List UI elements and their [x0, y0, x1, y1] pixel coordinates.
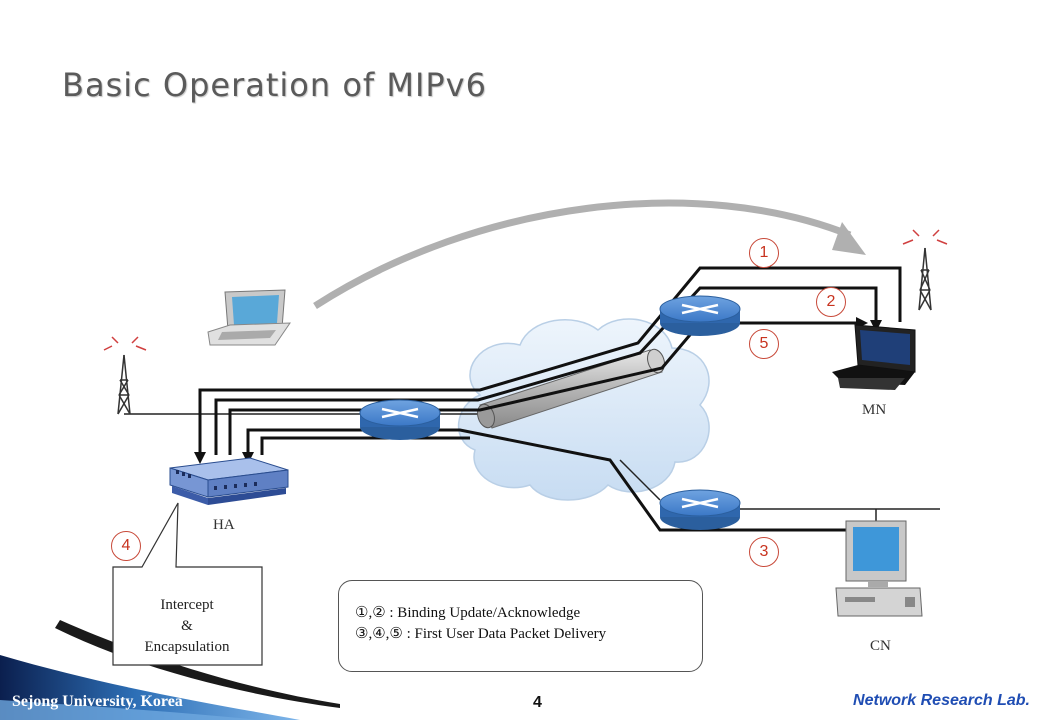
page-title: Basic Operation of MIPv6	[62, 66, 487, 104]
step-marker-1: 1	[749, 238, 779, 268]
step-marker-5: 5	[749, 329, 779, 359]
movement-arrow	[313, 199, 866, 309]
antenna-tower-icon	[902, 229, 948, 311]
callout-text: Intercept & Encapsulation	[113, 595, 261, 658]
cn-computer-icon	[835, 520, 923, 617]
ha-router-device-icon	[169, 457, 289, 505]
callout-line-3: Encapsulation	[144, 639, 230, 655]
ha-label: HA	[213, 517, 235, 533]
legend-box: ①,② : Binding Update/Acknowledge ③,④,⑤ :…	[338, 580, 703, 672]
step-marker-2: 2	[816, 287, 846, 317]
antenna-tower-icon	[103, 336, 147, 415]
router-icon	[359, 399, 441, 440]
callout-bubble	[112, 502, 263, 666]
laptop-icon	[207, 289, 291, 346]
footer-university: Sejong University, Korea	[12, 693, 183, 710]
cn-label: CN	[870, 638, 891, 654]
mn-label: MN	[862, 402, 887, 418]
step-marker-4: 4	[111, 531, 141, 561]
legend-line-2: ③,④,⑤ : First User Data Packet Delivery	[355, 626, 607, 642]
footer-wave	[0, 620, 340, 720]
router-icon	[659, 295, 741, 336]
footer-lab: Network Research Lab.	[853, 692, 1030, 709]
callout-line-1: Intercept	[160, 597, 214, 613]
legend-line-1: ①,② : Binding Update/Acknowledge	[355, 605, 581, 621]
step-marker-3: 3	[749, 537, 779, 567]
page-number: 4	[533, 694, 542, 711]
router-icon	[659, 489, 741, 530]
mn-laptop-icon	[832, 324, 916, 390]
callout-line-2: &	[181, 618, 193, 634]
